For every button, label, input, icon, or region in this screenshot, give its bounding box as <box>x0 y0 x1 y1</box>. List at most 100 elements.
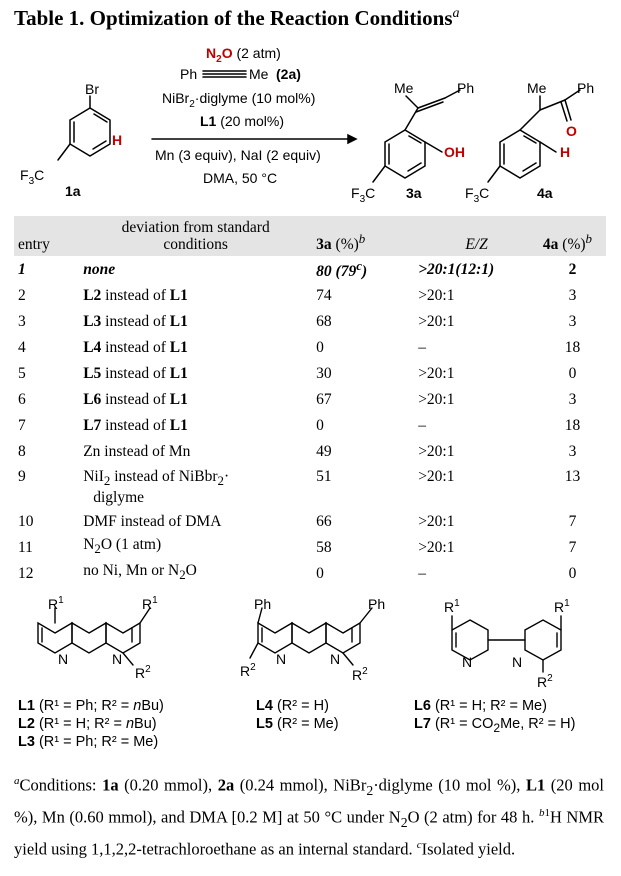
table-row: 8 Zn instead of Mn 49 >20:1 3 <box>14 438 606 464</box>
phen-n-right: N <box>112 651 122 667</box>
ligand-legend-l2: L2 (R¹ = H; R² = nBu) <box>18 716 157 732</box>
cell-ez: >20:1 <box>418 538 455 556</box>
cell-ez: >20:1 <box>418 468 455 485</box>
phen-r1-left: R1 <box>48 595 64 612</box>
bipy-n-left: N <box>462 654 472 670</box>
cell-entry: 4 <box>18 338 26 356</box>
cell-entry: 5 <box>18 364 26 382</box>
cell-3a: 0 <box>316 338 324 356</box>
cell-3a: 51 <box>316 468 332 485</box>
cell-deviation: N2O (1 atm) <box>83 536 162 557</box>
3a-methyl: Me <box>394 80 414 96</box>
alkyne-bond <box>202 70 247 78</box>
reagent-n2o: N2O (2 atm) <box>206 45 281 65</box>
ligand-legend-l1: L1 (R¹ = Ph; R² = nBu) <box>18 698 164 714</box>
footnote-b-mark: b <box>538 806 545 819</box>
reagent-solvent: DMA, 50 °C <box>203 170 277 186</box>
cell-ez: >20:1 <box>418 286 455 304</box>
header-3a-yield: 3a (%)b <box>316 230 366 253</box>
alkyne-label: (2a) <box>276 66 301 82</box>
phen-n-left: N <box>58 651 68 667</box>
substrate-1a-structure <box>57 95 111 161</box>
reaction-arrow <box>151 133 358 145</box>
table-row: 9 NiI2 instead of NiBbr2·diglyme 51 >20:… <box>14 464 606 508</box>
cell-entry: 11 <box>18 538 33 556</box>
4a-label: 4a <box>537 185 553 201</box>
4a-ortho-h: H <box>560 144 570 160</box>
table-row: 1 none 80 (79c) >20:1(12:1) 2 <box>14 256 606 282</box>
cell-3a: 68 <box>316 312 332 330</box>
ligand-legend-l7: L7 (R¹ = CO2Me, R² = H) <box>414 716 576 735</box>
cell-4a: 3 <box>568 286 577 304</box>
cell-deviation: none <box>83 260 116 278</box>
cell-ez: – <box>418 416 426 434</box>
table-row: 3 L3 instead of L1 68 >20:1 3 <box>14 308 606 334</box>
bipy-r1-right: R1 <box>554 598 570 615</box>
cell-deviation: DMF instead of DMA <box>83 512 222 530</box>
cell-4a: 2 <box>568 260 577 278</box>
product-4a-structure <box>487 89 581 183</box>
ligand-legend-l3: L3 (R¹ = Ph; R² = Me) <box>18 734 159 750</box>
phen-ph-r2-left: R2 <box>240 662 256 679</box>
cell-deviation: L4 instead of L1 <box>83 338 188 356</box>
cell-entry: 6 <box>18 390 26 408</box>
alkyne-ph: Ph <box>180 66 197 82</box>
4a-carbonyl-o: O <box>566 123 577 139</box>
cell-4a: 3 <box>568 390 577 408</box>
ligand-legend-group1: L1 (R¹ = Ph; R² = nBu) L2 (R¹ = H; R² = … <box>18 697 164 751</box>
phenanthroline-ph-structure <box>249 607 373 666</box>
cell-deviation: L7 instead of L1 <box>83 416 188 434</box>
cell-3a: 49 <box>316 442 332 460</box>
cell-4a: 0 <box>568 564 577 582</box>
table-row: 7 L7 instead of L1 0 – 18 <box>14 412 606 438</box>
cell-deviation: L2 instead of L1 <box>83 286 188 304</box>
phen-ph-n-left: N <box>276 651 286 667</box>
4a-phenyl: Ph <box>577 80 594 96</box>
cell-3a: 30 <box>316 364 332 382</box>
bromo-atom: Br <box>85 81 99 97</box>
phen-r1-right: R1 <box>142 595 158 612</box>
cell-4a: 7 <box>568 538 577 556</box>
reagent-reductant: Mn (3 equiv), NaI (2 equiv) <box>155 147 321 163</box>
cell-3a: 58 <box>316 538 332 556</box>
cell-entry: 1 <box>18 260 26 278</box>
phen-ph-n-right: N <box>330 651 340 667</box>
ligand-legend-l4: L4 (R² = H) <box>256 698 329 714</box>
cell-entry: 12 <box>18 564 34 582</box>
cell-3a: 67 <box>316 390 332 408</box>
cell-3a: 66 <box>316 512 332 530</box>
substrate-label: 1a <box>65 183 81 199</box>
cell-ez: >20:1 <box>418 312 455 330</box>
cell-deviation: L6 instead of L1 <box>83 390 188 408</box>
cf3-group: F3C <box>20 167 44 187</box>
cell-entry: 7 <box>18 416 26 434</box>
4a-cf3: F3C <box>465 185 489 205</box>
header-4a-yield: 4a (%)b <box>542 230 592 253</box>
bipy-n-right: N <box>512 654 522 670</box>
ligand-legend-l5: L5 (R² = Me) <box>256 716 339 732</box>
table-row: 10 DMF instead of DMA 66 >20:1 7 <box>14 508 606 534</box>
cell-4a: 0 <box>568 364 577 382</box>
ligand-legend-group3: L6 (R¹ = H; R² = Me) L7 (R¹ = CO2Me, R² … <box>414 697 575 737</box>
cell-3a: 80 (79c) <box>316 258 368 281</box>
phenanthroline-r-structure <box>37 607 151 666</box>
table-row: 2 L2 instead of L1 74 >20:1 3 <box>14 282 606 308</box>
cell-ez: >20:1 <box>418 364 455 382</box>
4a-methyl: Me <box>527 80 547 96</box>
3a-phenyl: Ph <box>457 80 474 96</box>
cell-deviation: NiI2 instead of NiBbr2·diglyme <box>83 468 230 507</box>
table-row: 5 L5 instead of L1 30 >20:1 0 <box>14 360 606 386</box>
title-footnote-mark: a <box>452 6 460 21</box>
header-entry: entry <box>18 236 50 253</box>
table-title: Table 1. Optimization of the Reaction Co… <box>14 6 460 30</box>
cell-ez: >20:1 <box>418 442 455 460</box>
phen-r2: R2 <box>135 664 151 681</box>
cell-entry: 3 <box>18 312 26 330</box>
cell-4a: 18 <box>564 416 581 434</box>
table-row: 4 L4 instead of L1 0 – 18 <box>14 334 606 360</box>
cell-deviation: L5 instead of L1 <box>83 364 188 382</box>
3a-hydroxyl: OH <box>444 144 465 160</box>
table-row: 6 L6 instead of L1 67 >20:1 3 <box>14 386 606 412</box>
